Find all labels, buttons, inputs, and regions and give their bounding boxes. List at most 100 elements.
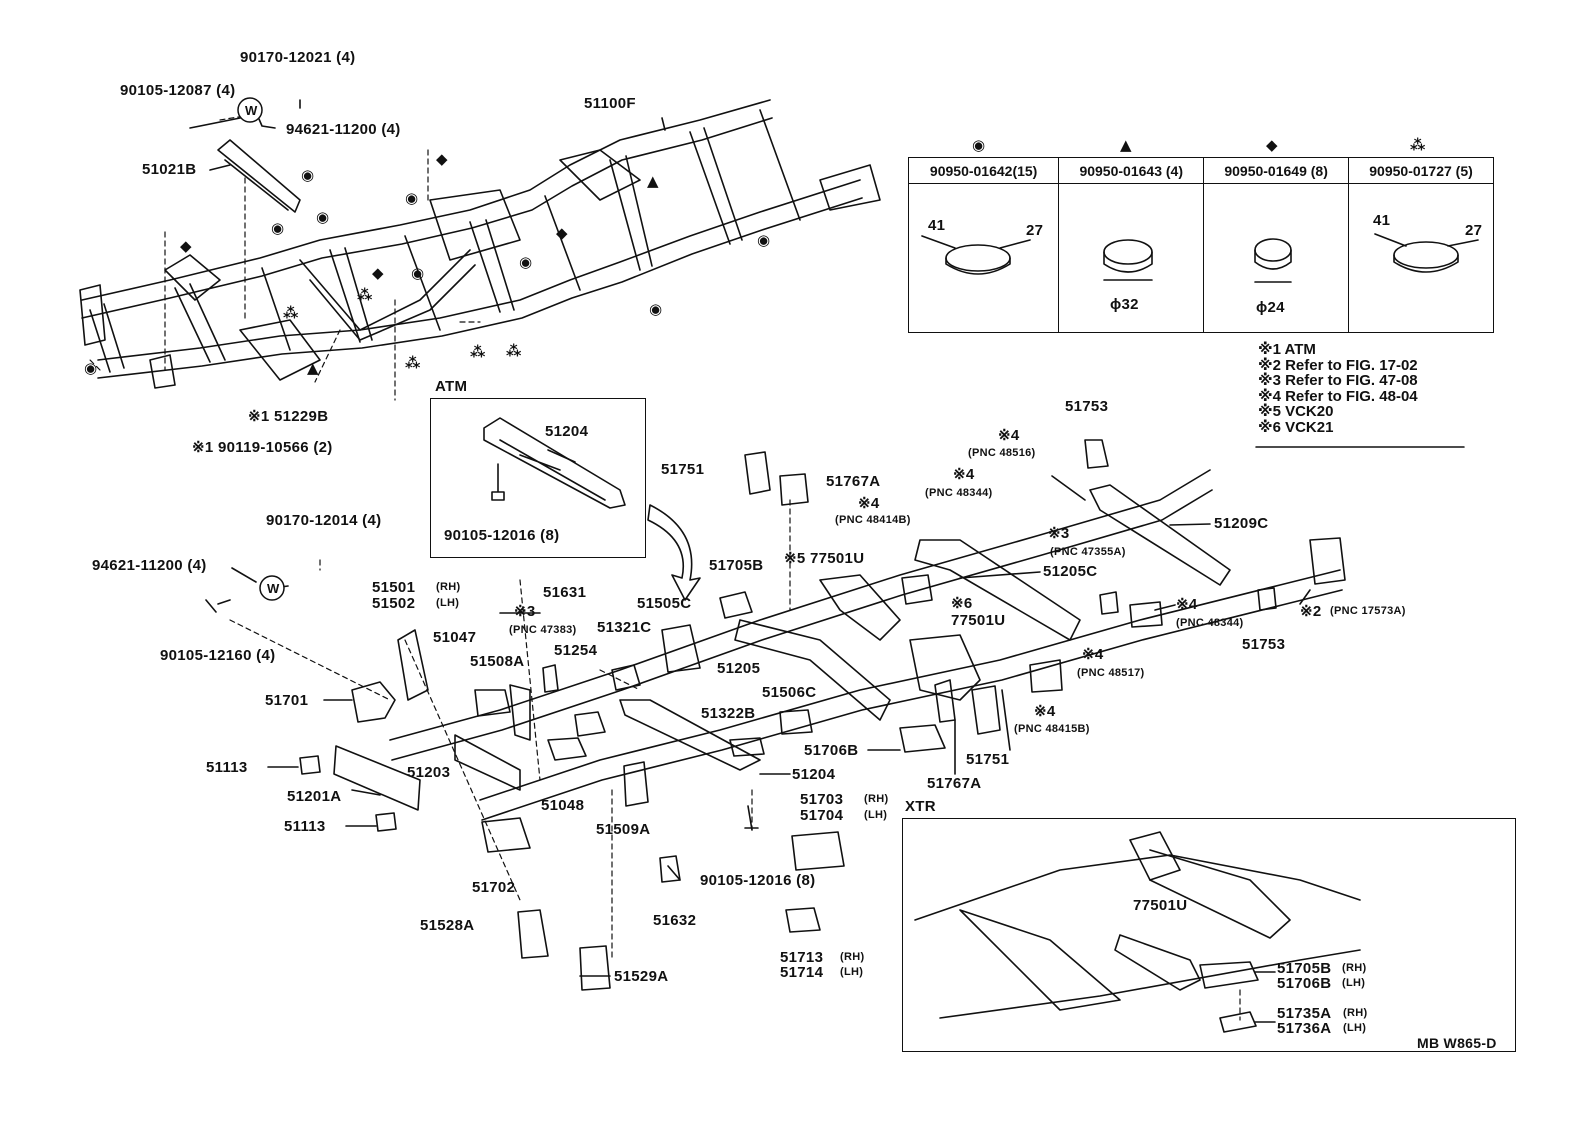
part-label: 51528A <box>420 917 475 934</box>
part-label: 51209C <box>1214 515 1269 532</box>
part-label: 51048 <box>541 797 585 814</box>
part-label: 90170-12014 (4) <box>266 512 382 529</box>
part-label: 90105-12087 (4) <box>120 82 236 99</box>
part-label: 90105-12016 (8) <box>700 872 816 889</box>
part-label: 51704 <box>800 807 844 824</box>
part-label: 94621-11200 (4) <box>286 121 401 138</box>
svg-text:◉: ◉ <box>316 208 329 226</box>
part-label: 51751 <box>661 461 705 478</box>
part-label: ※5 77501U <box>784 550 865 567</box>
part-label: 51201A <box>287 788 342 805</box>
part-label: 51204 <box>792 766 836 783</box>
xtr-box-label: XTR <box>905 798 936 815</box>
part-label-pnc: (PNC 48414B) <box>835 514 911 526</box>
part-label: 51508A <box>470 653 525 670</box>
part-label-side: (RH) <box>1342 962 1367 974</box>
diagram-code: MB W865-D <box>1417 1035 1497 1051</box>
svg-text:◉: ◉ <box>757 231 770 249</box>
part-label: 51204 <box>545 423 589 440</box>
part-label: ※3 <box>514 603 536 620</box>
svg-text:⁂: ⁂ <box>405 354 421 372</box>
svg-text:▲: ▲ <box>307 359 319 377</box>
note-2: ※2 Refer to FIG. 17-02 <box>1258 356 1418 374</box>
part-label: 51751 <box>966 751 1010 768</box>
part-label: 51505C <box>637 595 692 612</box>
part-label: 51322B <box>701 705 756 722</box>
part-label: ※4 <box>1082 646 1104 663</box>
svg-text:◆: ◆ <box>1266 136 1278 154</box>
part-label: 90170-12021 (4) <box>240 49 356 66</box>
svg-text:◆: ◆ <box>372 264 384 282</box>
svg-text:⁂: ⁂ <box>357 286 373 304</box>
part-label-side: (LH) <box>864 809 888 821</box>
part-label-pnc: (PNC 48516) <box>968 447 1036 459</box>
part-label: 77501U <box>1133 897 1188 914</box>
svg-text:⁂: ⁂ <box>506 342 522 360</box>
part-51021b <box>217 139 301 213</box>
part-label: ※1 90119-10566 (2) <box>192 439 333 456</box>
part-label: 51100F <box>584 95 636 112</box>
part-label-side: (RH) <box>1343 1007 1368 1019</box>
svg-text:W: W <box>245 103 258 118</box>
grommet-col-2-part: 90950-01643 (4) <box>1058 157 1205 184</box>
part-label: 51509A <box>596 821 651 838</box>
part-label: 51205 <box>717 660 761 677</box>
svg-text:◉: ◉ <box>411 264 424 282</box>
part-label: 51113 <box>206 759 248 776</box>
part-label: 51021B <box>142 161 197 178</box>
part-label: 77501U <box>951 612 1006 629</box>
part-label: 51706B <box>1277 975 1332 992</box>
lower-frame-assembly <box>389 469 1343 821</box>
part-label: 51702 <box>472 879 516 896</box>
atm-box <box>430 398 646 558</box>
svg-text:⁂: ⁂ <box>1410 136 1426 154</box>
note-6: ※6 VCK21 <box>1258 418 1334 436</box>
note-1: ※1 ATM <box>1258 341 1316 358</box>
part-label: 51631 <box>543 584 587 601</box>
part-label-side: (RH) <box>436 581 461 593</box>
svg-text:◉: ◉ <box>301 166 314 184</box>
part-label: 51205C <box>1043 563 1098 580</box>
part-label-pnc: (PNC 48344) <box>1176 617 1244 629</box>
svg-text:◆: ◆ <box>180 237 192 255</box>
svg-text:◆: ◆ <box>436 150 448 168</box>
grommet-col-3-part: 90950-01649 (8) <box>1203 157 1350 184</box>
part-label: ※2 <box>1300 603 1322 620</box>
atm-box-label: ATM <box>435 378 468 395</box>
part-label-side: (LH) <box>1343 1022 1367 1034</box>
part-label: 51632 <box>653 912 697 929</box>
part-label: 51113 <box>284 818 326 835</box>
part-label: 51767A <box>826 473 881 490</box>
part-label: 51501 <box>372 579 416 596</box>
grommet-col-1-part: 90950-01642(15) <box>907 157 1060 184</box>
svg-text:◉: ◉ <box>271 219 284 237</box>
svg-text:◉: ◉ <box>972 136 985 154</box>
part-label: 51736A <box>1277 1020 1332 1037</box>
part-label: 51047 <box>433 629 477 646</box>
part-label: 51705B <box>1277 960 1332 977</box>
part-label: 94621-11200 (4) <box>92 557 207 574</box>
part-label: 51705B <box>709 557 764 574</box>
part-label-side: (LH) <box>840 966 864 978</box>
part-label: 90105-12160 (4) <box>160 647 276 664</box>
part-label-pnc: (PNC 47355A) <box>1050 546 1126 558</box>
part-label: ※1 51229B <box>248 408 329 425</box>
part-label-pnc: (PNC 47383) <box>509 624 577 636</box>
part-label-side: (LH) <box>436 597 460 609</box>
part-label: ※4 <box>953 466 975 483</box>
part-label: 51506C <box>762 684 817 701</box>
svg-text:◆: ◆ <box>556 224 568 242</box>
part-label: 51753 <box>1242 636 1286 653</box>
part-label: 51321C <box>597 619 652 636</box>
grommet-1-dim-a: 41 <box>928 217 946 234</box>
part-label-pnc: (PNC 17573A) <box>1330 605 1406 617</box>
part-label-pnc: (PNC 48415B) <box>1014 723 1090 735</box>
svg-text:⁂: ⁂ <box>283 304 299 322</box>
grommet-table: 90950-01642(15) 90950-01643 (4) 90950-01… <box>907 157 1494 333</box>
part-label: 51735A <box>1277 1005 1332 1022</box>
note-5: ※5 VCK20 <box>1258 403 1334 420</box>
svg-text:◉: ◉ <box>649 300 662 318</box>
part-label: ※4 <box>858 495 880 512</box>
part-label: 51753 <box>1065 398 1109 415</box>
part-label-side: (RH) <box>840 951 865 963</box>
